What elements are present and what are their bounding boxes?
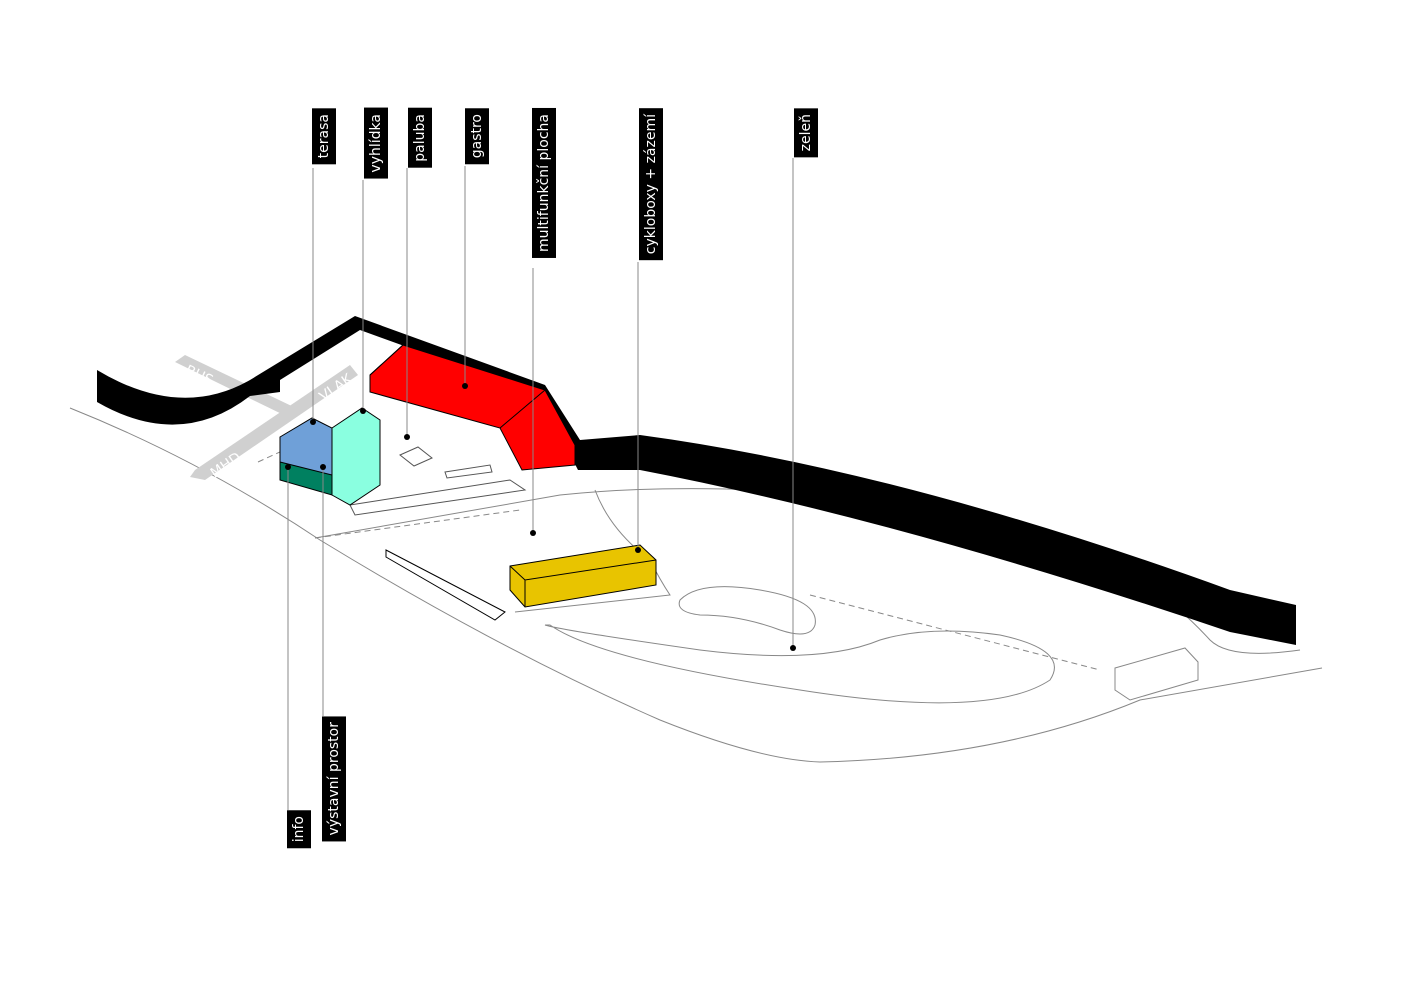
retaining-wall (97, 316, 1296, 645)
label-vyhlidka: vyhlídka (364, 108, 388, 179)
leader-lines (287, 158, 794, 810)
label-zelen: zeleň (794, 108, 818, 158)
label-cykloboxy: cykloboxy + zázemí (639, 108, 663, 261)
leader-dots (285, 383, 796, 651)
bus-label: BUS (183, 362, 216, 389)
label-gastro: gastro (465, 108, 489, 165)
cyklobox-building (509, 544, 657, 608)
site-outline (69, 407, 1323, 763)
gastro-building (369, 344, 576, 471)
vyhlidka-building (331, 407, 381, 506)
terasa-building (279, 417, 333, 496)
label-info: info (287, 810, 311, 849)
label-multifunkcni-plocha: multifunkční plocha (532, 108, 556, 258)
label-vystavni-prostor: výstavní prostor (322, 716, 346, 842)
plaza (349, 446, 527, 516)
label-terasa: terasa (312, 108, 336, 165)
label-paluba: paluba (408, 108, 432, 168)
